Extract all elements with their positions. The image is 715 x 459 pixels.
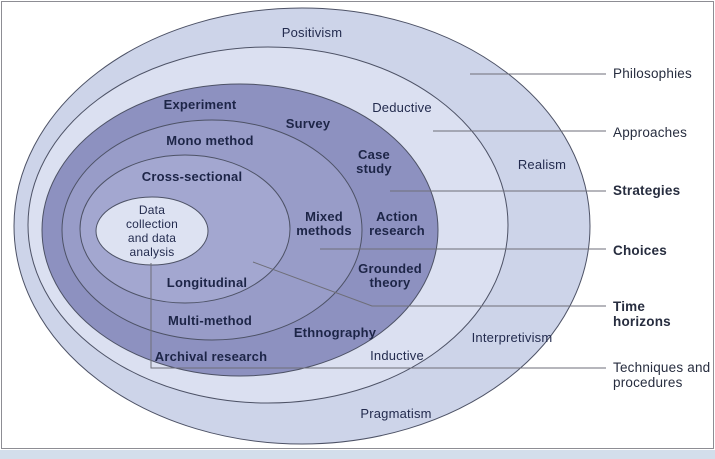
label-cross-sectional: Cross-sectional: [141, 169, 243, 184]
label-realism: Realism: [517, 157, 567, 172]
annotation-approaches: Approaches: [613, 125, 688, 140]
label-action-research: Action research: [369, 209, 425, 238]
annotation-techniques: Techniques and procedures: [613, 360, 711, 390]
bottom-edge-strip: [0, 450, 715, 459]
label-mono-method: Mono method: [166, 133, 254, 148]
label-archival-research: Archival research: [154, 349, 268, 364]
annotation-strategies: Strategies: [613, 183, 681, 198]
label-interpretivism: Interpretivism: [471, 330, 553, 345]
techniques-connector-line: [150, 263, 606, 369]
label-case-study: Case study: [356, 147, 392, 176]
label-data-collection-analysis: Data collection and data analysis: [125, 203, 179, 259]
label-longitudinal: Longitudinal: [166, 275, 248, 290]
label-inductive: Inductive: [370, 348, 424, 363]
annotation-philosophies: Philosophies: [613, 66, 692, 81]
annotation-choices: Choices: [613, 243, 667, 258]
time-horizons-connector-line: [252, 261, 606, 307]
center-ellipse: [95, 196, 209, 266]
label-grounded-theory: Grounded theory: [358, 261, 422, 290]
label-survey: Survey: [285, 116, 331, 131]
label-mixed-methods: Mixed methods: [296, 209, 352, 238]
annotation-time-horizons: Time horizons: [613, 299, 671, 329]
label-ethnography: Ethnography: [293, 325, 377, 340]
label-positivism: Positivism: [281, 25, 343, 40]
label-experiment: Experiment: [163, 97, 237, 112]
label-pragmatism: Pragmatism: [360, 406, 432, 421]
label-multi-method: Multi-method: [168, 313, 252, 328]
label-deductive: Deductive: [372, 100, 432, 115]
